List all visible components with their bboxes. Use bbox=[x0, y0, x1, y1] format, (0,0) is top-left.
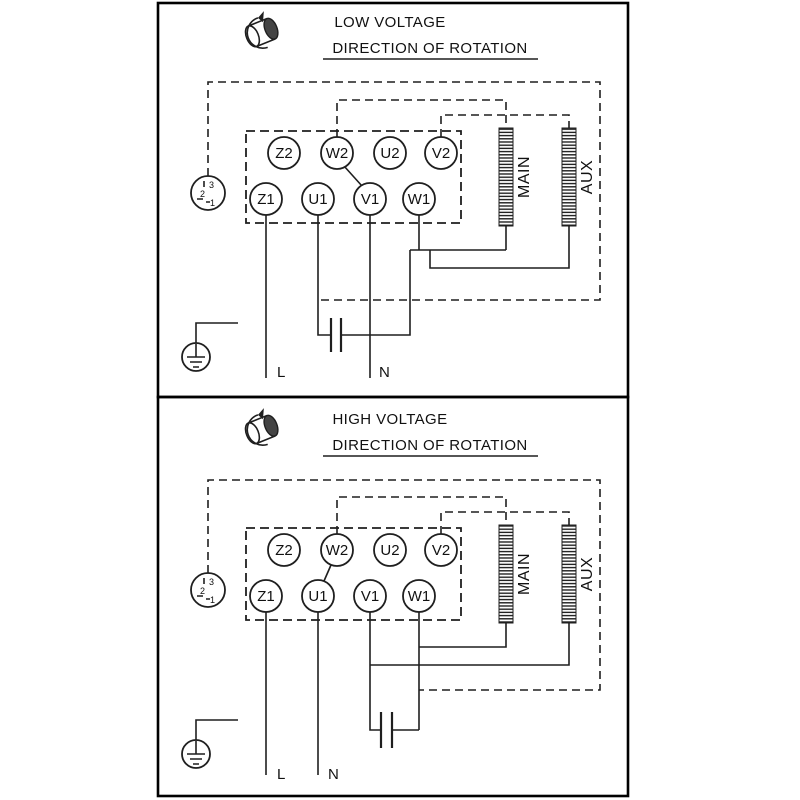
ground-icon bbox=[181, 719, 238, 769]
panel-title: LOW VOLTAGE bbox=[334, 14, 445, 31]
wire-connector-loop bbox=[207, 81, 601, 301]
terminal-w1: W1 bbox=[402, 579, 436, 613]
wire-w2-main bbox=[336, 99, 507, 137]
rotation-icon bbox=[244, 11, 279, 49]
panel-title: HIGH VOLTAGE bbox=[332, 411, 447, 428]
terminal-label: Z1 bbox=[257, 588, 275, 605]
wire-connector-loop bbox=[207, 479, 601, 691]
aux-winding-label: AUX bbox=[579, 160, 596, 194]
wire-link-w2-v1 bbox=[343, 165, 363, 187]
terminal-v1: V1 bbox=[353, 579, 387, 613]
terminal-w1: W1 bbox=[402, 182, 436, 216]
aux-winding: AUX bbox=[561, 127, 596, 227]
wire-u1-capacitor bbox=[317, 215, 331, 336]
terminal-label: U1 bbox=[308, 588, 327, 605]
rotation-icon bbox=[244, 408, 279, 446]
capacitor bbox=[329, 318, 343, 352]
terminal-z1: Z1 bbox=[249, 579, 283, 613]
terminal-label: U1 bbox=[308, 191, 327, 208]
terminal-label: Z2 bbox=[275, 145, 293, 162]
wire-w1-main-bottom bbox=[410, 215, 507, 251]
terminal-u1: U1 bbox=[301, 579, 335, 613]
connector-number-3: 3 bbox=[209, 577, 214, 587]
panel-subtitle: DIRECTION OF ROTATION bbox=[332, 40, 527, 57]
terminal-label: V1 bbox=[361, 191, 379, 208]
wire-main-bottom bbox=[419, 623, 507, 648]
terminal-label: Z1 bbox=[257, 191, 275, 208]
main-winding: MAIN bbox=[498, 127, 533, 227]
panel-frame bbox=[156, 395, 630, 798]
terminal-box bbox=[245, 130, 462, 224]
terminal-label: W2 bbox=[326, 542, 349, 559]
wire-v2-aux bbox=[440, 511, 570, 534]
wire-capacitor-w1 bbox=[392, 612, 420, 731]
terminal-label: V1 bbox=[361, 588, 379, 605]
terminal-u1: U1 bbox=[301, 182, 335, 216]
main-winding-label: MAIN bbox=[516, 553, 533, 595]
connector-number-3: 3 bbox=[209, 180, 214, 190]
aux-winding: AUX bbox=[561, 524, 596, 624]
line-label: L bbox=[277, 364, 285, 381]
terminal-label: W1 bbox=[408, 191, 431, 208]
connector-icon: 3 2 1 bbox=[190, 572, 226, 608]
terminal-z2: Z2 bbox=[267, 136, 301, 170]
capacitor bbox=[379, 712, 394, 748]
wire-v1-capacitor bbox=[369, 612, 381, 731]
main-winding-label: MAIN bbox=[516, 156, 533, 198]
wire-capacitor-node bbox=[341, 250, 411, 336]
terminal-v1: V1 bbox=[353, 182, 387, 216]
aux-winding-label: AUX bbox=[579, 557, 596, 591]
terminal-label: V2 bbox=[432, 145, 450, 162]
terminal-label: Z2 bbox=[275, 542, 293, 559]
wire-aux-bottom bbox=[370, 623, 570, 666]
wire-v2-aux bbox=[440, 114, 570, 137]
connector-number-2: 2 bbox=[200, 189, 205, 199]
panel-frame bbox=[156, 1, 630, 399]
terminal-w2: W2 bbox=[320, 136, 354, 170]
terminal-v2: V2 bbox=[424, 533, 458, 567]
terminal-label: W1 bbox=[408, 588, 431, 605]
wire-aux-bottom bbox=[429, 226, 570, 269]
terminal-z2: Z2 bbox=[267, 533, 301, 567]
terminal-label: V2 bbox=[432, 542, 450, 559]
ground-icon bbox=[181, 322, 238, 372]
connector-number-1: 1 bbox=[210, 198, 215, 208]
terminal-v2: V2 bbox=[424, 136, 458, 170]
main-winding: MAIN bbox=[498, 524, 533, 624]
line-label: L bbox=[277, 766, 285, 783]
wire-w2-main bbox=[336, 496, 507, 534]
terminal-z1: Z1 bbox=[249, 182, 283, 216]
connector-icon: 3 2 1 bbox=[190, 175, 226, 211]
panel-high-voltage: HIGH VOLTAGE DIRECTION OF ROTATION bbox=[156, 395, 630, 798]
terminal-w2: W2 bbox=[320, 533, 354, 567]
terminal-label: U2 bbox=[380, 145, 399, 162]
panel-subtitle: DIRECTION OF ROTATION bbox=[332, 437, 527, 454]
connector-number-1: 1 bbox=[210, 595, 215, 605]
panel-low-voltage: LOW VOLTAGE DIRECTION OF ROTATION bbox=[156, 1, 630, 399]
connector-number-2: 2 bbox=[200, 586, 205, 596]
terminal-u2: U2 bbox=[373, 136, 407, 170]
wire-link-w2-u1 bbox=[323, 564, 332, 582]
neutral-label: N bbox=[328, 766, 339, 783]
terminal-label: W2 bbox=[326, 145, 349, 162]
neutral-label: N bbox=[379, 364, 390, 381]
terminal-label: U2 bbox=[380, 542, 399, 559]
terminal-u2: U2 bbox=[373, 533, 407, 567]
terminal-box bbox=[245, 527, 462, 621]
